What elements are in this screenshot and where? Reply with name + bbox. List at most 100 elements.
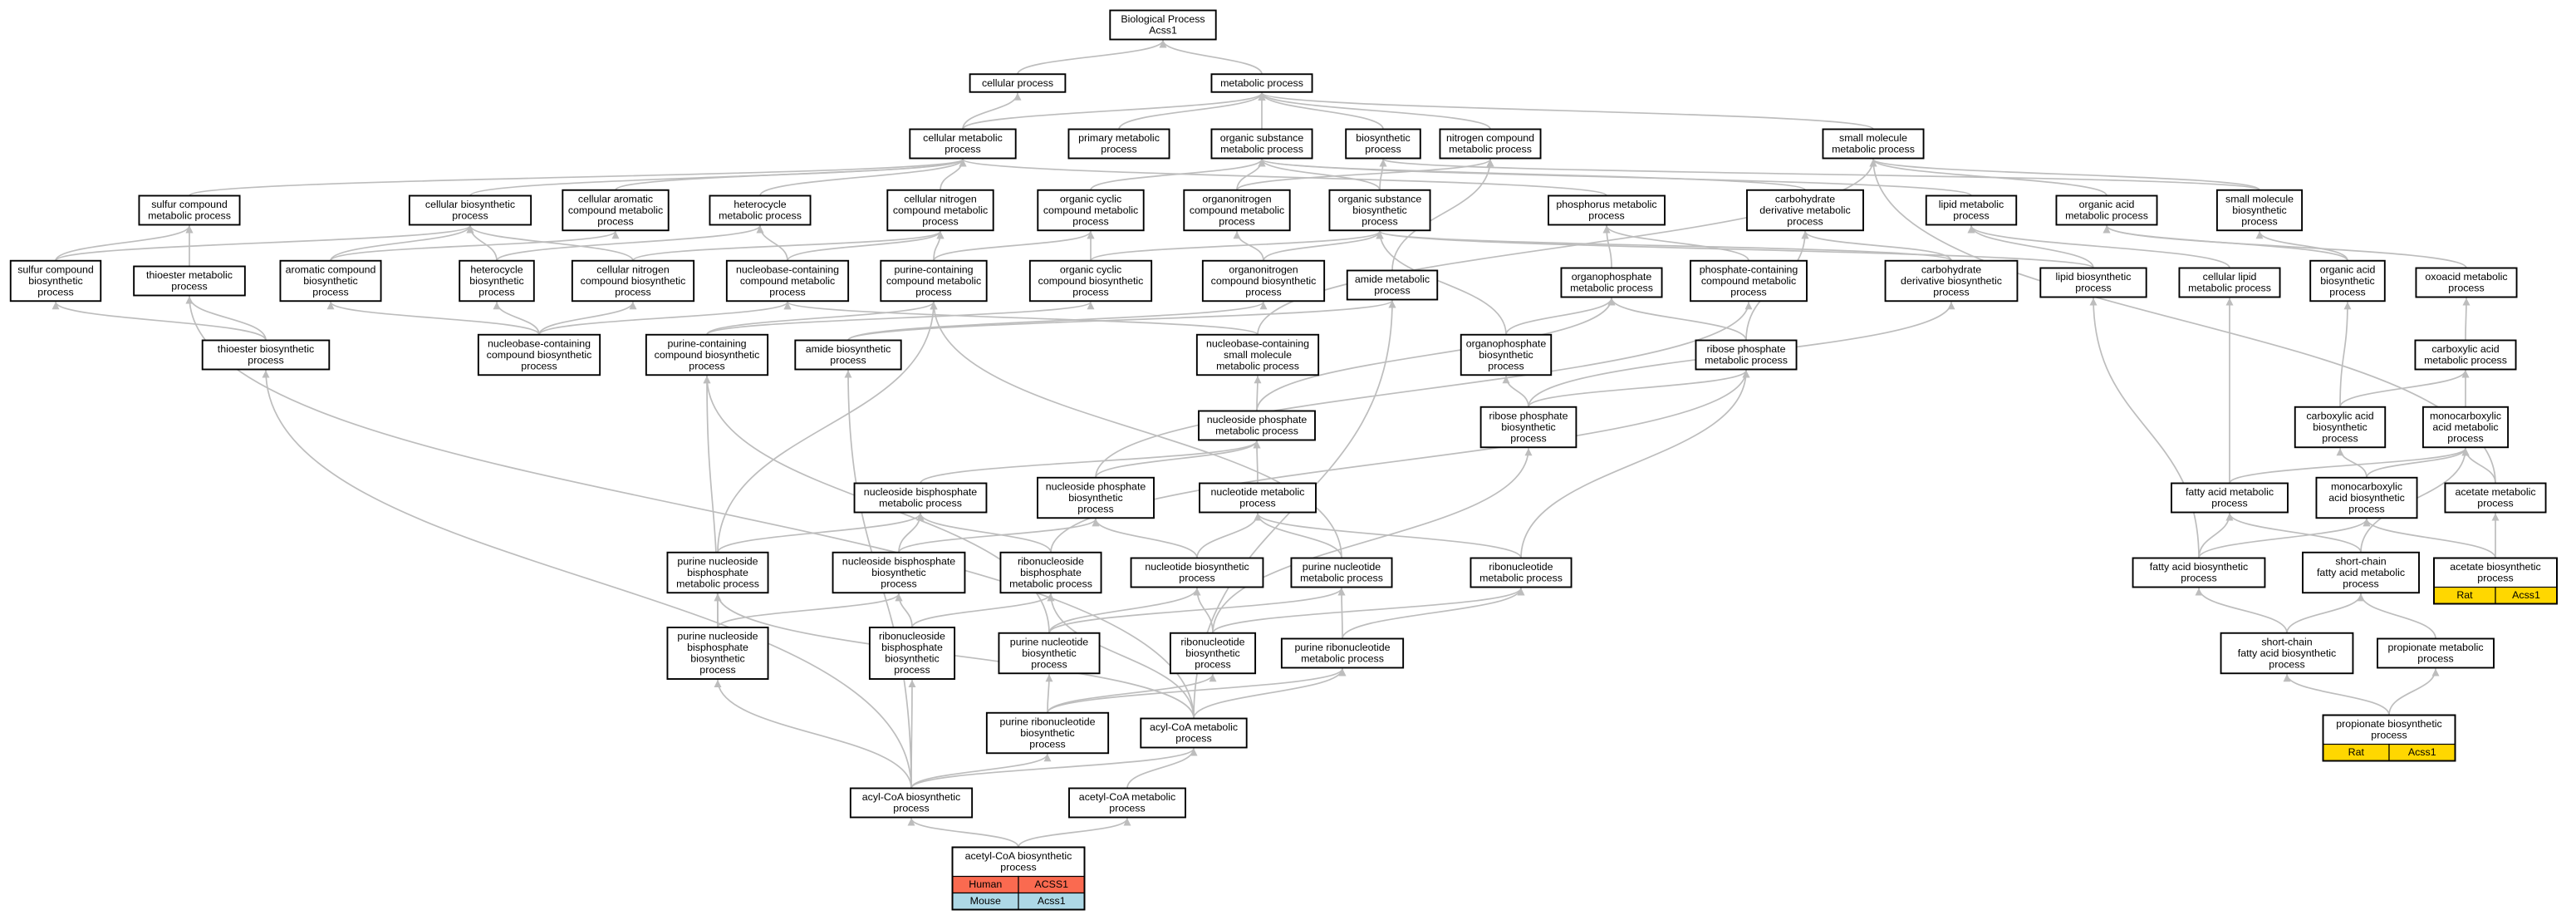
go-term-node-metabolic-process[interactable]: metabolic process (1210, 73, 1313, 93)
node-label-line: acetyl-CoA biosynthetic (965, 850, 1072, 862)
node-label-line: process (2329, 286, 2365, 298)
node-box (1130, 557, 1264, 588)
node-label-line: process (2322, 432, 2358, 444)
gene-symbol: Acss1 (2512, 589, 2540, 601)
node-box (1746, 189, 1864, 232)
node-label-line: nucleoside phosphate (1046, 480, 1146, 492)
node-box (2315, 476, 2418, 519)
node-label-line: metabolic process (879, 498, 962, 509)
go-term-node-purine-nucleoside-bisphosphate-biosynthetic[interactable]: purine nucleosidebisphosphatebiosyntheti… (666, 627, 769, 680)
node-box (998, 632, 1101, 675)
node-label-line: monocarboxylic (2430, 410, 2501, 421)
edge-nucleotide-biosynthetic-to-nucleotide-metabolic (1196, 513, 1262, 558)
go-term-node-ribonucleoside-bisphosphate-biosynthetic[interactable]: ribonucleosidebisphosphatebiosyntheticpr… (868, 627, 956, 680)
species-label: Rat (2348, 746, 2365, 758)
node-box (1201, 259, 1326, 303)
node-border (2433, 557, 2558, 605)
go-term-node-cellular-process[interactable]: cellular process (969, 73, 1067, 93)
node-label-line: biosynthetic (303, 275, 357, 287)
node-label-line: metabolic process (1009, 578, 1092, 589)
node-label-line: process (1077, 503, 1113, 514)
go-term-node-nucleoside-bisphosphate-biosynthetic[interactable]: nucleoside bisphosphatebiosyntheticproce… (832, 551, 966, 594)
node-label-line: organic cyclic (1060, 263, 1121, 275)
node-label-line: biosynthetic (1068, 492, 1122, 504)
